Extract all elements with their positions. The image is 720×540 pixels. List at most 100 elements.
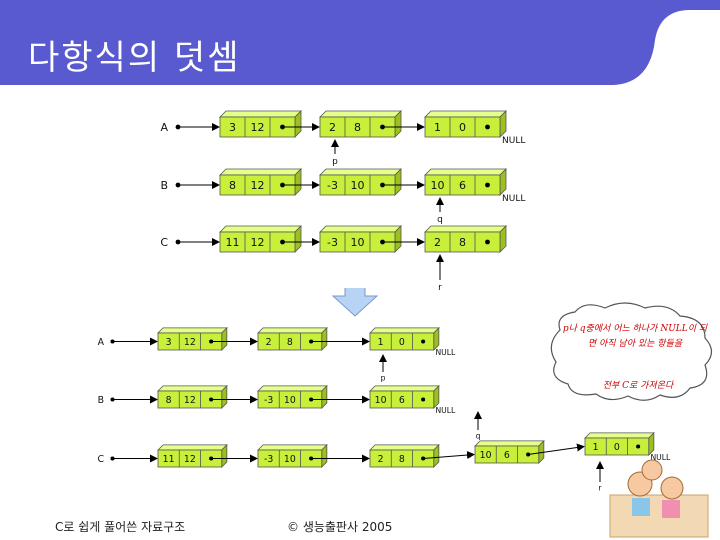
node-coef: -3	[327, 236, 338, 249]
null-label: NULL	[435, 348, 456, 357]
null-label: NULL	[650, 453, 671, 462]
node-coef: 11	[226, 236, 240, 249]
node-coef: 1	[378, 337, 384, 348]
node-top-face	[319, 110, 402, 118]
node-coef: 3	[229, 121, 236, 134]
node-top-face	[474, 440, 545, 447]
node-coef: 10	[431, 179, 445, 192]
node-top-face	[369, 444, 440, 451]
pointer-label-r: r	[438, 283, 442, 293]
pointer-label-q: q	[437, 215, 443, 225]
node-expo: 12	[251, 179, 265, 192]
node-top-face	[219, 110, 302, 118]
node-top-face	[424, 110, 507, 118]
pointer-label-p: p	[381, 374, 386, 383]
null-label: NULL	[502, 136, 525, 146]
node-top-face	[369, 385, 440, 392]
null-label: NULL	[502, 194, 525, 204]
title-bar	[0, 0, 720, 85]
list-head-label-a: A	[98, 337, 105, 348]
node-coef: 11	[163, 454, 175, 465]
node-coef: 2	[378, 454, 384, 465]
node-front	[369, 332, 435, 351]
node-front	[424, 116, 501, 138]
node-expo: 6	[399, 395, 405, 406]
node-coef: -3	[264, 395, 273, 406]
page-title: 다항식의 덧셈	[28, 38, 241, 78]
node-link-dot	[421, 397, 426, 402]
list-head-label-c: C	[97, 454, 104, 465]
node-link-dot	[421, 339, 426, 344]
node-coef: 8	[166, 395, 172, 406]
pointer-label-r: r	[598, 484, 602, 493]
node-expo: 8	[287, 337, 293, 348]
node-coef: 2	[266, 337, 272, 348]
node-top-face	[157, 327, 228, 334]
node-coef: 1	[593, 442, 599, 453]
footer-book-title: C로 쉽게 풀어쓴 자료구조	[55, 520, 186, 534]
node-top-face	[257, 327, 328, 334]
node-top-face	[319, 225, 402, 233]
node-top-face	[424, 168, 507, 176]
node-expo: 12	[184, 454, 196, 465]
node-top-face	[424, 225, 507, 233]
list-node: -3 10	[319, 225, 402, 253]
note-text-2: 전부 C로 가져온다	[602, 381, 674, 391]
pointer-label-p: p	[332, 157, 338, 167]
node-link-dot	[485, 182, 490, 188]
list-node: 3 12	[157, 326, 228, 351]
node-link-dot	[485, 124, 490, 130]
null-label: NULL	[435, 406, 456, 415]
node-expo: 6	[504, 450, 510, 461]
node-expo: 12	[184, 337, 196, 348]
node-expo: 0	[614, 442, 620, 453]
node-expo: 6	[459, 179, 466, 192]
node-top-face	[369, 327, 440, 334]
node-expo: 10	[351, 236, 365, 249]
node-top-face	[157, 385, 228, 392]
node-front	[369, 449, 435, 468]
node-front	[424, 174, 501, 196]
list-head-label-b: B	[98, 395, 104, 406]
node-coef: 10	[480, 450, 492, 461]
list-node: 10 6	[424, 168, 507, 196]
node-coef: 8	[229, 179, 236, 192]
node-top-face	[257, 444, 328, 451]
node-expo: 12	[184, 395, 196, 406]
node-expo: 12	[251, 121, 265, 134]
note-text: p나 q중에서 어느 하나가 NULL이 되면 아직 남아 있는 항들을	[562, 324, 708, 349]
children-illustration	[609, 459, 709, 538]
node-top-face	[157, 444, 228, 451]
node-front	[424, 231, 501, 253]
node-top-face	[584, 432, 655, 439]
node-expo: 10	[351, 179, 365, 192]
node-coef: -3	[264, 454, 273, 465]
node-top-face	[219, 225, 302, 233]
pointer-label-q: q	[476, 432, 481, 441]
node-top-face	[319, 168, 402, 176]
note-cloud	[550, 302, 713, 401]
list-node: 8 12	[157, 384, 228, 409]
node-expo: 0	[459, 121, 466, 134]
node-expo: 8	[459, 236, 466, 249]
list-node: 8 12	[219, 168, 302, 196]
transition-arrow	[331, 288, 379, 317]
node-coef: -3	[327, 179, 338, 192]
node-coef: 3	[166, 337, 172, 348]
node-link-dot	[485, 239, 490, 245]
node-expo: 10	[284, 454, 296, 465]
footer-copyright: © 생능출판사 2005	[287, 520, 393, 534]
node-expo: 12	[251, 236, 265, 249]
node-front	[584, 437, 650, 456]
list-node: 11 12	[157, 443, 228, 468]
node-coef: 2	[329, 121, 336, 134]
list-head-label-b: B	[160, 179, 168, 192]
